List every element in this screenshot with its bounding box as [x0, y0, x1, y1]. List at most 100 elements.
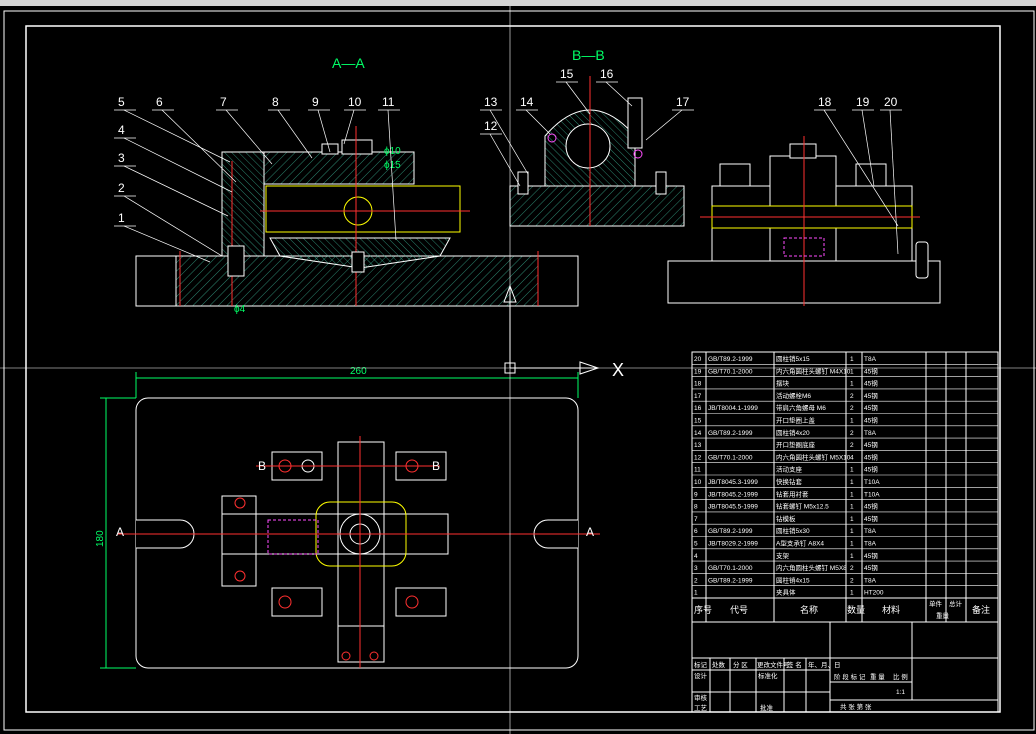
leader-line: [317, 109, 331, 153]
part-label: 14: [520, 95, 534, 109]
bom-cell-qty: 2: [850, 565, 854, 572]
bom-cell-name: 内六角圆柱头螺钉 M5X10: [776, 452, 851, 461]
title-scale: 1:1: [896, 689, 905, 696]
bom-cell-mat: T8A: [864, 356, 877, 363]
leader-line: [861, 109, 875, 187]
leader-line: [525, 109, 551, 135]
part-label: 8: [272, 95, 279, 109]
bom-cell-mat: HT200: [864, 590, 884, 597]
title-weight: 重 量: [870, 673, 885, 681]
bom-cell-name: 圆柱销4x15: [776, 575, 810, 584]
bom-cell-qty: 1: [850, 491, 854, 498]
bom-cell-qty: 1: [850, 541, 854, 548]
bom-cell-mat: T8A: [864, 577, 877, 584]
section-bb-title: B—B: [572, 47, 605, 63]
leader-line: [645, 109, 683, 141]
bom-cell-mat: 45钢: [864, 404, 878, 412]
bom-cell-name: 开口垫圈底座: [776, 440, 816, 449]
dimension-dia15: ϕ15: [384, 160, 401, 171]
bom-cell-no: 9: [694, 491, 698, 498]
title-change-doc: 更改文件号: [757, 660, 790, 669]
inner-frame: [25, 25, 1001, 713]
bom-cell-qty: 1: [850, 504, 854, 511]
title-standard: 标准化: [758, 671, 778, 680]
bom-cell-qty: 2: [850, 577, 854, 584]
bom-cell-qty: 2: [850, 393, 854, 400]
bom-cell-no: 14: [694, 430, 702, 437]
bom-cell-mat: 45钢: [864, 503, 878, 511]
bom-header-qty: 数量: [847, 604, 865, 615]
bom-cell-no: 17: [694, 393, 702, 400]
title-approve: 批准: [760, 703, 774, 712]
bom-cell-no: 18: [694, 381, 702, 388]
title-stage: 阶 段 标 记: [834, 672, 866, 681]
leader-line: [225, 109, 273, 165]
bom-cell-code: GB/T89.2-1999: [708, 528, 753, 535]
bom-cell-qty: 1: [850, 590, 854, 597]
bom-cell-name: 带肩六角螺母 M6: [776, 403, 826, 412]
bom-cell-no: 16: [694, 405, 702, 412]
bom-cell-mat: 45钢: [864, 367, 878, 375]
bom-cell-mat: T8A: [864, 528, 877, 535]
window-top-strip: [0, 0, 1036, 6]
bom-cell-code: JB/T8045.3-1999: [708, 479, 758, 486]
bom-cell-no: 12: [694, 454, 702, 461]
bom-header-code: 代号: [730, 605, 748, 615]
svg-text:X: X: [612, 360, 624, 380]
bom-cell-code: GB/T70.1-2000: [708, 565, 753, 572]
bom-cell-name: 活动螺栓M6: [776, 391, 811, 400]
bom-cell-qty: 1: [850, 368, 854, 375]
part-label: 16: [600, 67, 614, 81]
bom-cell-name: 钻模板: [776, 514, 796, 523]
title-count: 处数: [712, 660, 726, 669]
leader-line: [489, 133, 521, 187]
bom-cell-mat: 45钢: [864, 515, 878, 523]
title-designer: 设计: [694, 671, 708, 680]
part-label: 19: [856, 95, 870, 109]
part-label: 5: [118, 95, 125, 109]
bom-cell-code: GB/T89.2-1999: [708, 430, 753, 437]
bom-header-no: 序号: [694, 604, 712, 615]
part-label: 9: [312, 95, 319, 109]
plan-view: [118, 397, 600, 669]
leader-line: [123, 137, 233, 193]
bom-cell-mat: T10A: [864, 479, 880, 486]
leader-line: [343, 109, 355, 145]
bom-cell-code: GB/T89.2-1999: [708, 356, 753, 363]
bom-cell-qty: 2: [850, 405, 854, 412]
bom-cell-code: GB/T70.1-2000: [708, 454, 753, 461]
svg-text:260: 260: [350, 366, 367, 377]
cad-drawing-canvas[interactable]: A—A B—B: [0, 6, 1036, 734]
bom-cell-name: A型支承钉 A8X4: [776, 539, 824, 548]
bom-cell-qty: 2: [850, 430, 854, 437]
bom-cell-name: 夹具体: [776, 588, 796, 597]
bom-cell-no: 3: [694, 565, 698, 572]
bom-cell-mat: T8A: [864, 430, 877, 437]
bom-cell-code: JB/T8045.5-1999: [708, 504, 758, 511]
leader-line: [123, 109, 231, 163]
bom-cell-no: 19: [694, 368, 702, 375]
bom-cell-no: 2: [694, 577, 698, 584]
bom-cell-code: GB/T70.1-2000: [708, 368, 753, 375]
leader-line: [565, 81, 591, 115]
title-sign: 签 名: [787, 660, 802, 669]
bom-cell-mat: 45钢: [864, 392, 878, 400]
bom-cell-no: 6: [694, 528, 698, 535]
bom-cell-qty: 1: [850, 528, 854, 535]
section-bb-view: [509, 76, 685, 227]
part-label: 10: [348, 95, 362, 109]
leader-line: [889, 109, 899, 255]
bom-cell-name: 支架: [776, 551, 790, 560]
part-label: 3: [118, 151, 125, 165]
bom-cell-name: 开口垫圈上盖: [776, 416, 816, 425]
bom-cell-code: JB/T8004.1-1999: [708, 405, 758, 412]
leader-line: [489, 109, 529, 175]
bom-cell-qty: 1: [850, 356, 854, 363]
bom-cell-no: 5: [694, 541, 698, 548]
bom-cell-mat: 45钢: [864, 380, 878, 388]
part-label: 4: [118, 123, 125, 137]
bom-cell-code: JB/T8045.2-1999: [708, 491, 758, 498]
bom-cell-qty: 1: [850, 516, 854, 523]
